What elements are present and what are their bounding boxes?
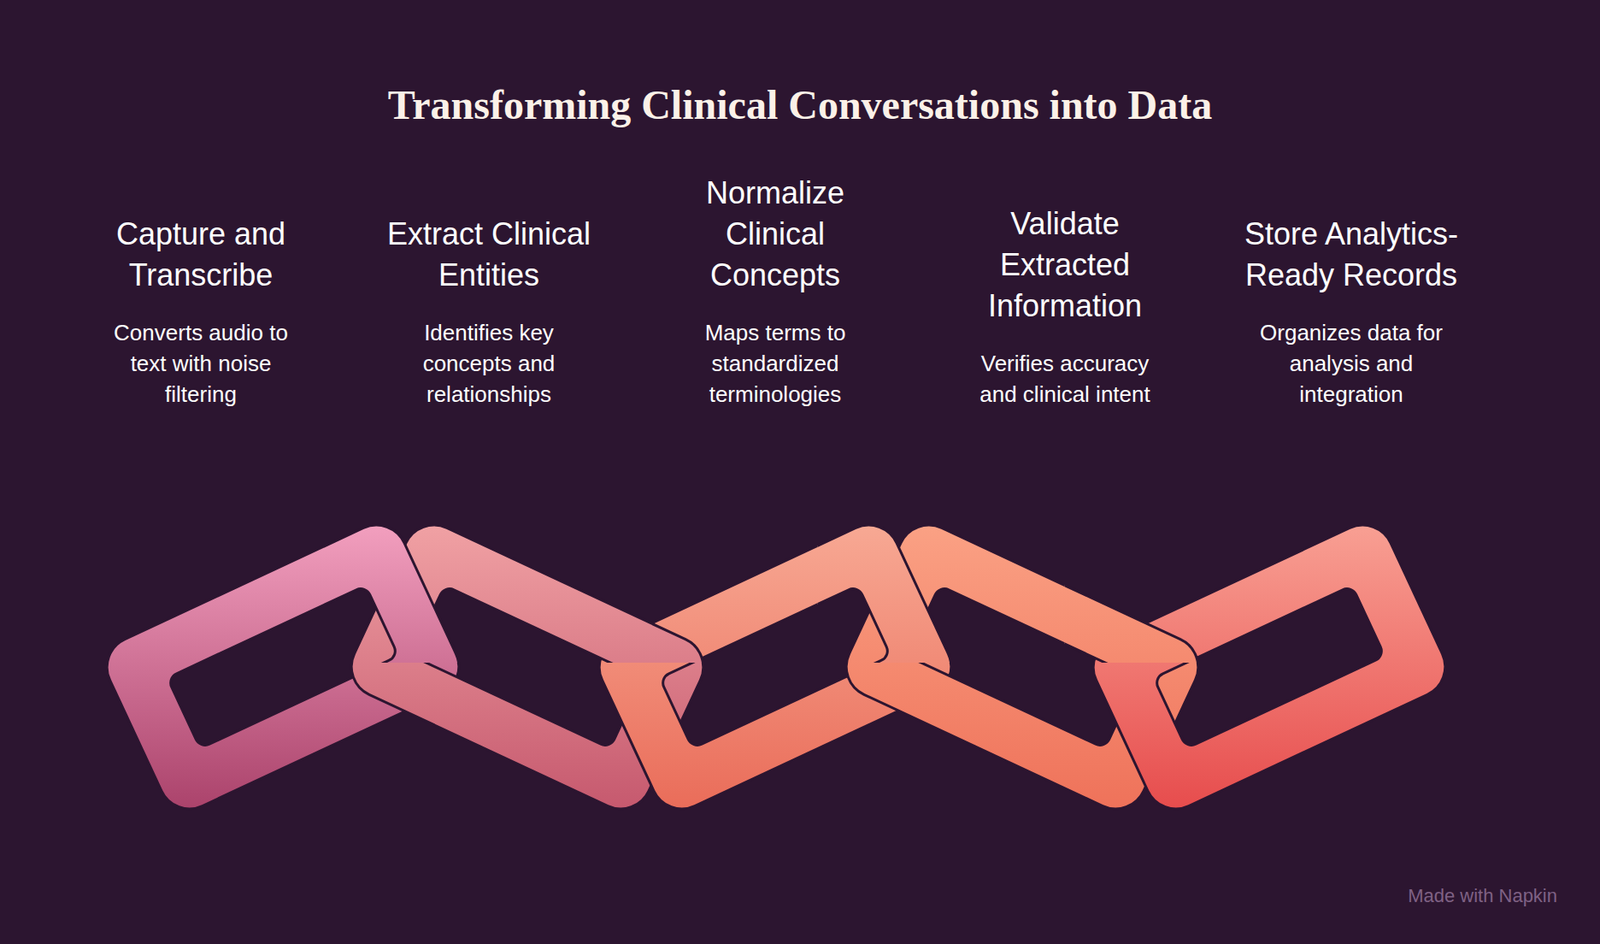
chain-link-overlap [1064, 514, 1209, 663]
chain-link-step: Validate Extracted InformationVerifies a… [876, 170, 1253, 821]
step-description: Identifies key concepts and relationship… [386, 317, 592, 410]
step-text: Capture and TranscribeConverts audio to … [12, 213, 389, 410]
step-text: Validate Extracted InformationVerifies a… [876, 203, 1253, 410]
chain-link-overlap [817, 514, 962, 663]
step-text: Store Analytics-Ready RecordsOrganizes d… [1163, 213, 1540, 410]
watermark: Made with Napkin [1407, 883, 1558, 908]
chain-link-step: Capture and TranscribeConverts audio to … [12, 170, 389, 821]
step-description: Maps terms to standardized terminologies [672, 317, 878, 410]
step-description: Organizes data for analysis and integrat… [1248, 317, 1454, 410]
step-heading: Validate Extracted Information [949, 203, 1181, 327]
chain-link-step: Normalize Clinical ConceptsMaps terms to… [587, 170, 964, 821]
step-heading: Extract Clinical Entities [373, 213, 605, 296]
chain-link-overlap [570, 514, 714, 663]
step-description: Converts audio to text with noise filter… [98, 317, 304, 410]
step-text: Extract Clinical EntitiesIdentifies key … [300, 213, 677, 410]
step-heading: Store Analytics-Ready Records [1235, 213, 1467, 296]
step-text: Normalize Clinical ConceptsMaps terms to… [587, 172, 964, 410]
step-description: Verifies accuracy and clinical intent [962, 347, 1168, 410]
diagram-title: Transforming Clinical Conversations into… [0, 81, 1600, 130]
step-heading: Capture and Transcribe [85, 213, 317, 296]
chain-link-step: Store Analytics-Ready RecordsOrganizes d… [1163, 170, 1540, 821]
chain-link-step: Extract Clinical EntitiesIdentifies key … [300, 170, 677, 821]
chain-link-overlap [323, 514, 470, 663]
chain-link [1082, 514, 1455, 818]
step-heading: Normalize Clinical Concepts [659, 172, 891, 296]
